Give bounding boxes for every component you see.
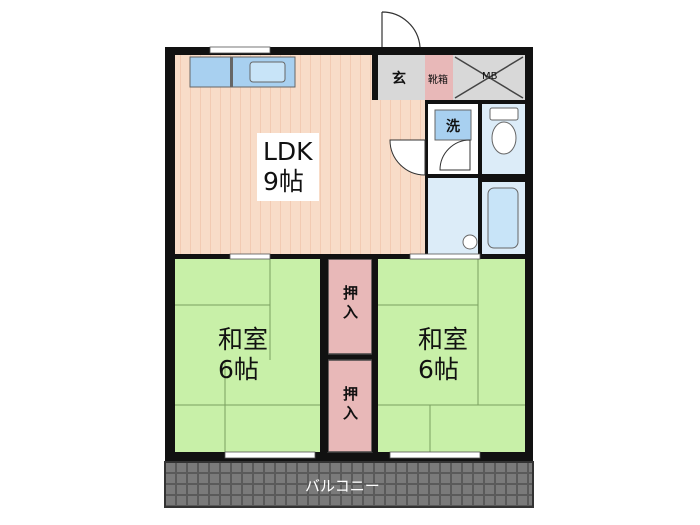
wall-wet-top bbox=[425, 100, 525, 104]
entrance-door-icon bbox=[381, 11, 421, 48]
toilet-tank-icon bbox=[489, 107, 519, 121]
oshiire-top-label: 押入 bbox=[341, 285, 359, 323]
ldk-label: LDK 9帖 bbox=[257, 133, 319, 201]
toilet-bowl-icon bbox=[491, 121, 517, 155]
washing-machine-icon bbox=[434, 109, 472, 141]
washitsu-left-label: 和室 6帖 bbox=[218, 325, 268, 385]
genkan-label: 玄 bbox=[392, 71, 406, 87]
wall-ldk-bottom bbox=[175, 254, 525, 259]
entrance-opening bbox=[378, 10, 425, 47]
wall-wet-toilet-bath bbox=[478, 174, 525, 182]
bathtub-icon bbox=[487, 187, 519, 249]
genkan-floor bbox=[378, 55, 425, 100]
window-bottom-right bbox=[389, 451, 481, 459]
mb-label: MB bbox=[482, 71, 498, 82]
shoe-cabinet bbox=[425, 55, 453, 100]
window-bottom-left bbox=[224, 451, 316, 459]
sen-label: 洗 bbox=[446, 119, 460, 135]
sink bbox=[249, 61, 286, 83]
counter-divider bbox=[230, 57, 233, 87]
oshiire-bottom bbox=[327, 359, 373, 453]
window-top bbox=[209, 46, 271, 54]
mb-cross-2 bbox=[454, 56, 524, 99]
basin-icon bbox=[462, 234, 478, 250]
balcony-floor bbox=[164, 461, 534, 508]
wall-left-oshiire bbox=[320, 259, 328, 452]
washitsu-left-floor bbox=[175, 259, 320, 452]
washitsu-right-size: 6帖 bbox=[418, 355, 459, 384]
ldk-name: LDK bbox=[263, 137, 313, 166]
oshiire-bottom-label: 押入 bbox=[341, 386, 359, 424]
sliding-door-right bbox=[409, 253, 481, 260]
sliding-door-left bbox=[229, 253, 271, 260]
washitsu-right-label: 和室 6帖 bbox=[418, 325, 468, 385]
ldk-size: 9帖 bbox=[263, 167, 304, 196]
washitsu-right-floor bbox=[378, 259, 525, 452]
getabako-label: 靴箱 bbox=[428, 75, 448, 86]
wall-genkan-left bbox=[372, 55, 378, 100]
tatami-right-lines bbox=[378, 259, 525, 452]
washitsu-right-name: 和室 bbox=[418, 325, 469, 354]
ldk-door-icon bbox=[389, 139, 426, 176]
washitsu-left-name: 和室 bbox=[218, 325, 269, 354]
wall-ldk-right bbox=[425, 100, 428, 255]
wall-oshiire-right bbox=[372, 259, 378, 452]
washitsu-left-size: 6帖 bbox=[218, 355, 259, 384]
tatami-left-lines bbox=[175, 259, 320, 452]
wall-wash-bottom bbox=[428, 174, 482, 178]
balcony-label: バルコニー bbox=[305, 477, 380, 495]
wash-door-icon bbox=[439, 139, 471, 171]
